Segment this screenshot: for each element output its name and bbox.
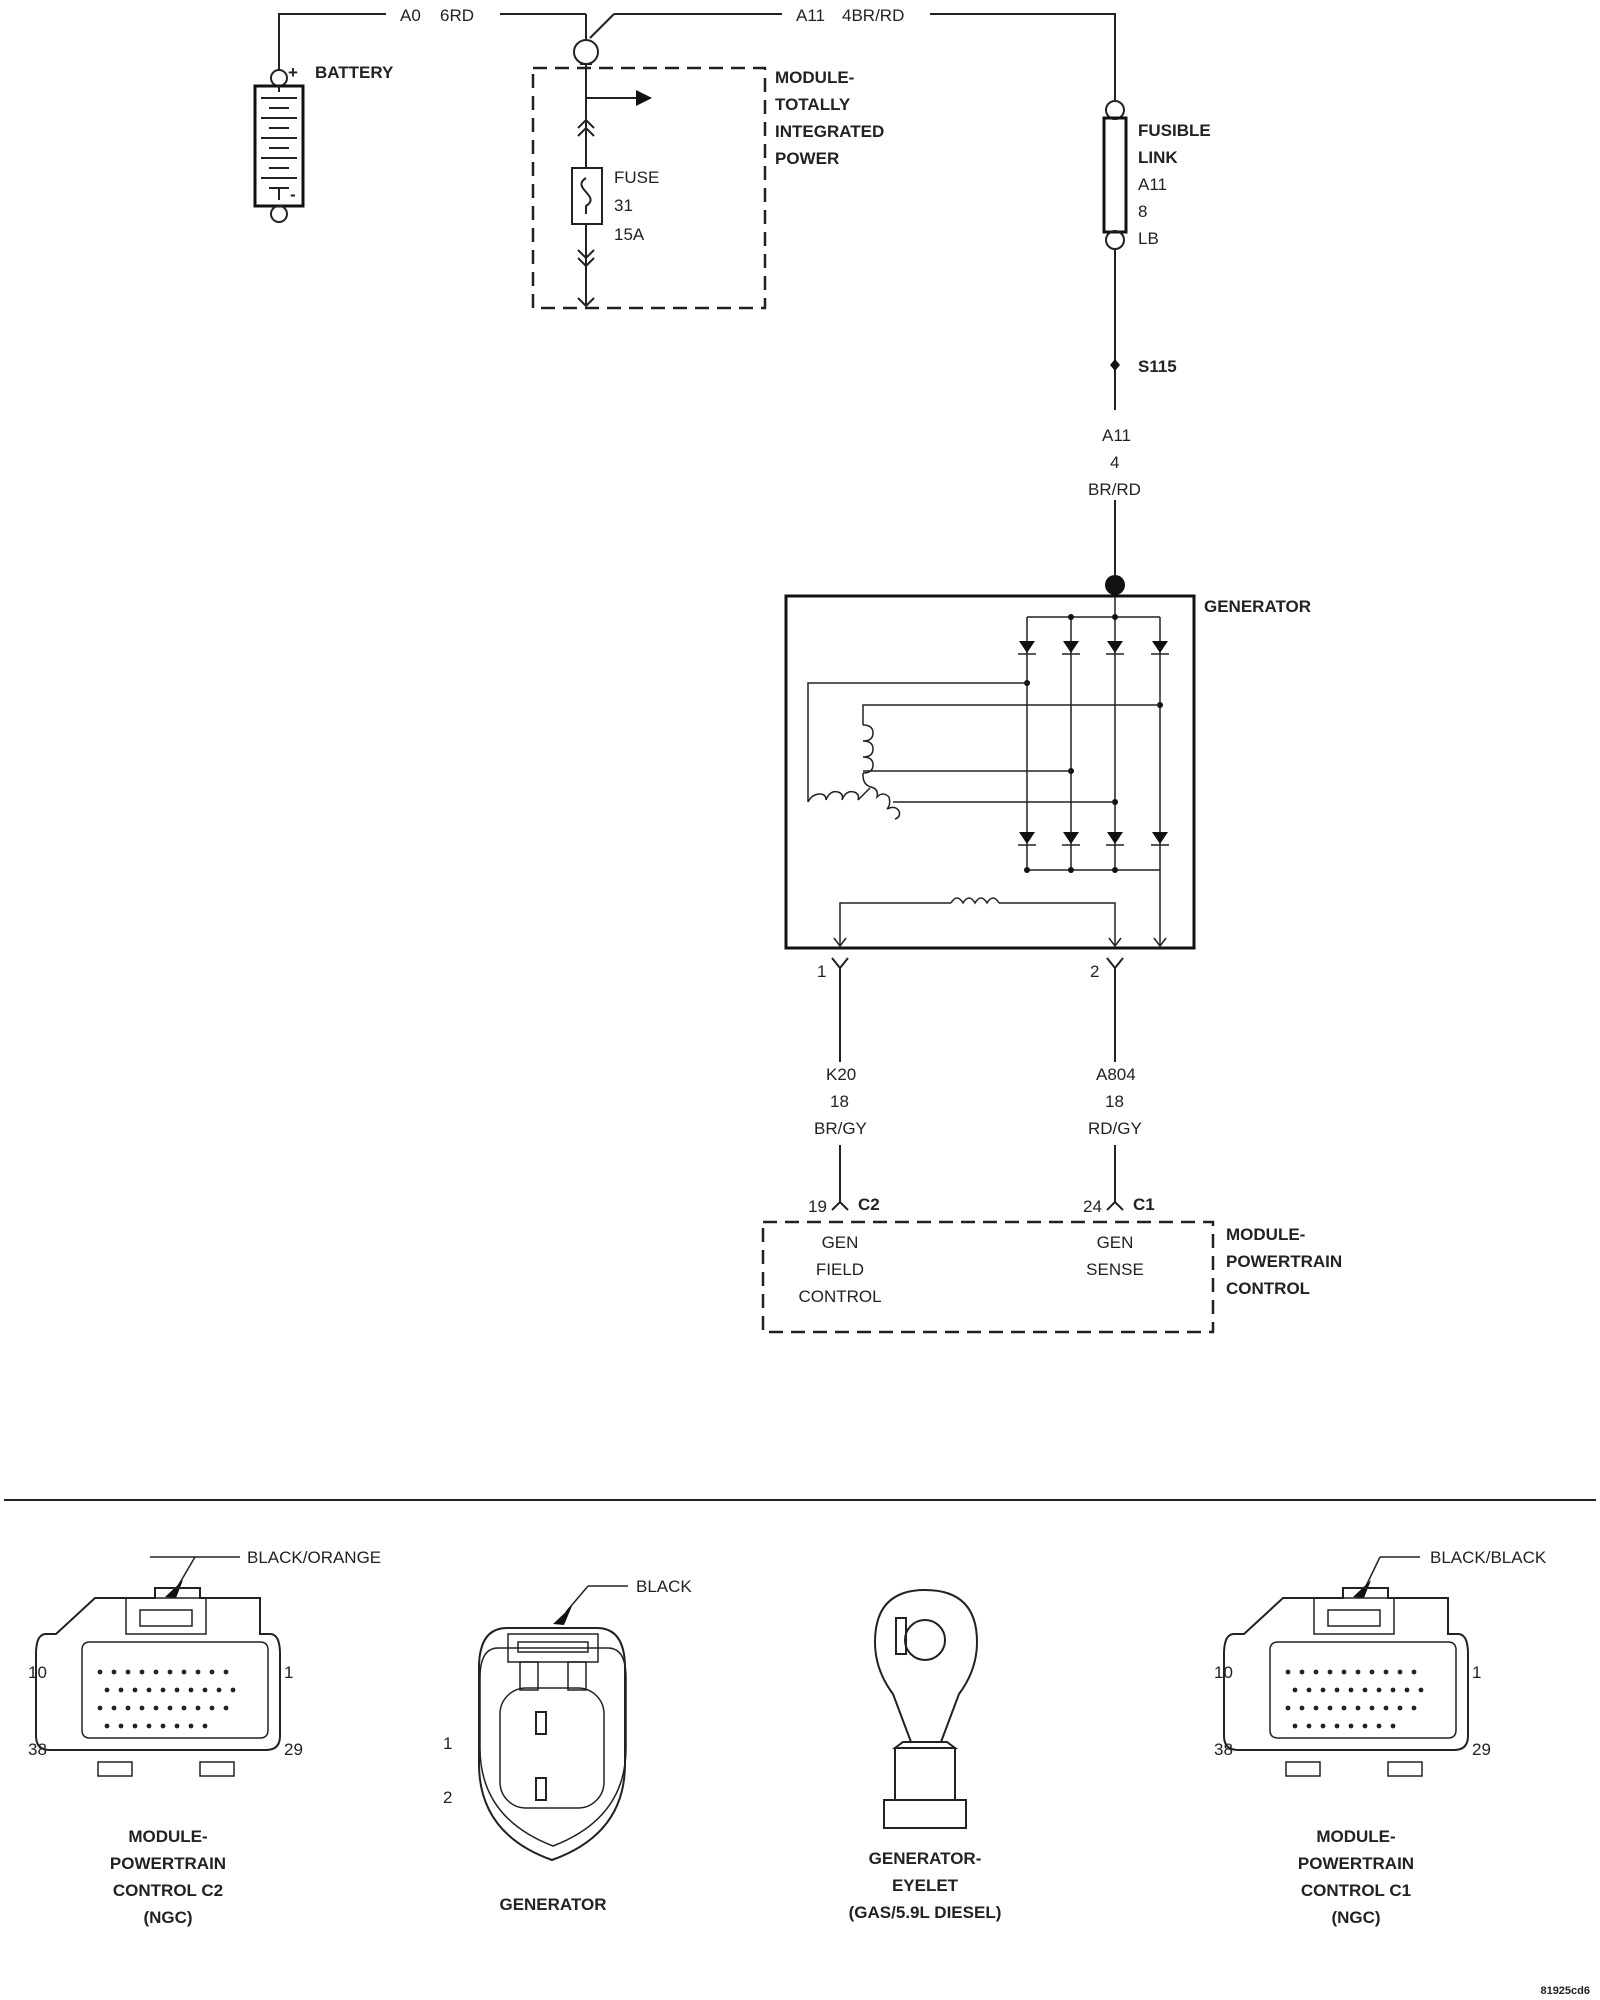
- gen-sense-1: GEN: [1097, 1233, 1134, 1252]
- c1-color: BLACK/BLACK: [1430, 1548, 1547, 1567]
- c1-pin-38: 38: [1214, 1740, 1233, 1759]
- c2-title-4: (NGC): [143, 1908, 192, 1927]
- fuse-rating: 15A: [614, 225, 645, 244]
- wire-a11-gauge-color: 4BR/RD: [842, 6, 904, 25]
- figure-id: 81925cd6: [1540, 1985, 1590, 1997]
- gen-conn-title: GENERATOR: [499, 1895, 606, 1914]
- generator: GENERATOR: [784, 575, 1311, 1062]
- tipm-label-3: INTEGRATED: [775, 122, 884, 141]
- fusible-link-label-2: LINK: [1138, 148, 1178, 167]
- c2-title-2: POWERTRAIN: [110, 1854, 226, 1873]
- gen-conn-pin-1: 1: [443, 1734, 452, 1753]
- fuse-label: FUSE: [614, 168, 659, 187]
- splice-s115: S115: [1110, 357, 1177, 376]
- connector-pcm-c1: BLACK/BLACK 10 1 38 29 MODULE- POWERTRAI…: [1214, 1548, 1547, 1927]
- eyelet-title-3: (GAS/5.9L DIESEL): [849, 1903, 1002, 1922]
- c2-pin-29: 29: [284, 1740, 303, 1759]
- wire-a11-generator-feed: A11 4 BR/RD: [1088, 426, 1141, 584]
- gen-conn-color: BLACK: [636, 1577, 692, 1596]
- battery-cells: [261, 97, 297, 200]
- tipm-label-1: MODULE-: [775, 68, 854, 87]
- fusible-link: FUSIBLE LINK A11 8 LB: [1102, 100, 1211, 410]
- c2-title-1: MODULE-: [128, 1827, 207, 1846]
- c2-pin-10: 10: [28, 1663, 47, 1682]
- fuse-number: 31: [614, 196, 633, 215]
- output-arrow-icon: [636, 90, 652, 106]
- field-winding: [833, 897, 1167, 948]
- c1-pin-10: 10: [1214, 1663, 1233, 1682]
- wire-a11-circuit: A11: [796, 6, 825, 25]
- k20-color: BR/GY: [814, 1119, 867, 1138]
- gen-conn-pin-2: 2: [443, 1788, 452, 1807]
- fusible-link-color: LB: [1138, 229, 1159, 248]
- wire-k20: K20 18 BR/GY: [814, 1065, 867, 1202]
- pcm-pin-24: 24: [1083, 1197, 1102, 1216]
- c2-pin-38: 38: [28, 1740, 47, 1759]
- battery-minus: -: [290, 185, 296, 204]
- c1-pin-29: 29: [1472, 1740, 1491, 1759]
- c1-title-1: MODULE-: [1316, 1827, 1395, 1846]
- pcm-module: 19 C2 24 C1 GEN FIELD CONTROL GEN SENSE …: [761, 1195, 1342, 1334]
- c1-title-3: CONTROL C1: [1301, 1881, 1411, 1900]
- fuse-31: FUSE 31 15A: [571, 167, 659, 308]
- c1-title-2: POWERTRAIN: [1298, 1854, 1414, 1873]
- tipm-label-4: POWER: [775, 149, 839, 168]
- pcm-pin-19: 19: [808, 1197, 827, 1216]
- a804-gauge: 18: [1105, 1092, 1124, 1111]
- battery-label: BATTERY: [315, 63, 394, 82]
- wire-a0-gauge-color: 6RD: [440, 6, 474, 25]
- c1-pin-grid: [1285, 1669, 1424, 1729]
- gen-field-2: FIELD: [816, 1260, 864, 1279]
- feed-circuit: A11: [1102, 426, 1131, 445]
- tipm-label-2: TOTALLY: [775, 95, 851, 114]
- eyelet-title-1: GENERATOR-: [869, 1849, 982, 1868]
- eyelet-title-2: EYELET: [892, 1876, 959, 1895]
- generator-label: GENERATOR: [1204, 597, 1311, 616]
- fusible-link-circuit: A11: [1138, 175, 1167, 194]
- wire-a0-circuit: A0: [400, 6, 421, 25]
- diode-bank: [1018, 641, 1169, 846]
- tipm-output-wire: A11 4BR/RD: [589, 6, 1116, 100]
- generator-pin-1: 1: [817, 962, 826, 981]
- pcm-conn-c2: C2: [858, 1195, 880, 1214]
- connector-generator: BLACK 1 2 GENERATOR: [443, 1577, 692, 1914]
- battery-feed-wire: A0 6RD: [278, 6, 587, 70]
- k20-circuit: K20: [826, 1065, 856, 1084]
- c1-title-4: (NGC): [1331, 1908, 1380, 1927]
- a804-circuit: A804: [1096, 1065, 1136, 1084]
- c2-pin-1: 1: [284, 1663, 293, 1682]
- gen-field-3: CONTROL: [798, 1287, 881, 1306]
- feed-gauge: 4: [1110, 453, 1119, 472]
- battery-plus: +: [288, 63, 298, 82]
- fusible-link-label-1: FUSIBLE: [1138, 121, 1211, 140]
- generator-eyelet: GENERATOR- EYELET (GAS/5.9L DIESEL): [849, 1588, 1002, 1922]
- k20-gauge: 18: [830, 1092, 849, 1111]
- wire-a804: A804 18 RD/GY: [1088, 1065, 1142, 1202]
- tipm-module: FUSE 31 15A MODULE- TOTALLY INTEGRATED P…: [531, 39, 884, 310]
- pcm-conn-c1: C1: [1133, 1195, 1155, 1214]
- splice-label: S115: [1138, 357, 1177, 376]
- generator-pin-2: 2: [1090, 962, 1099, 981]
- pcm-label-2: POWERTRAIN: [1226, 1252, 1342, 1271]
- c2-title-3: CONTROL C2: [113, 1881, 223, 1900]
- stator-winding: [807, 682, 1160, 820]
- battery: + - BATTERY: [253, 63, 394, 223]
- fusible-link-gauge: 8: [1138, 202, 1147, 221]
- connector-pcm-c2: BLACK/ORANGE 10 1 38 29 MODULE- POWERTRA…: [28, 1548, 381, 1927]
- pcm-label-1: MODULE-: [1226, 1225, 1305, 1244]
- c1-pin-1: 1: [1472, 1663, 1481, 1682]
- gen-sense-2: SENSE: [1086, 1260, 1144, 1279]
- a804-color: RD/GY: [1088, 1119, 1142, 1138]
- pcm-label-3: CONTROL: [1226, 1279, 1310, 1298]
- c2-color: BLACK/ORANGE: [247, 1548, 381, 1567]
- gen-field-1: GEN: [822, 1233, 859, 1252]
- feed-color: BR/RD: [1088, 480, 1141, 499]
- c2-pin-grid: [97, 1669, 236, 1729]
